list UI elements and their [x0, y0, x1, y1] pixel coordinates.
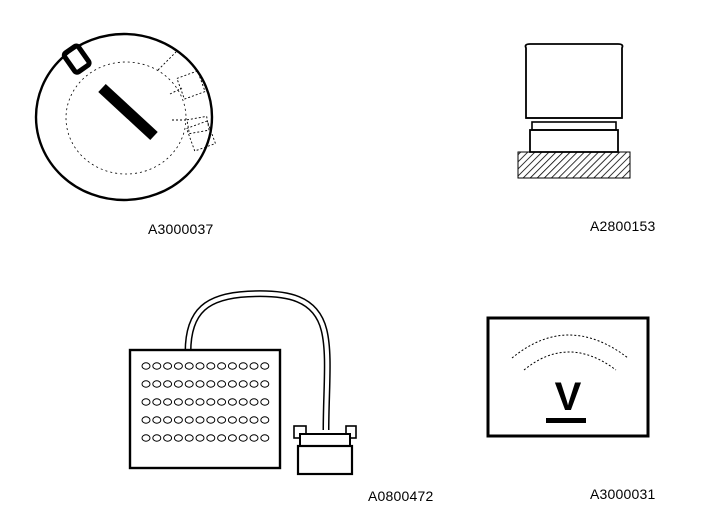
socket-hole — [227, 380, 237, 388]
socket-hole — [141, 362, 151, 370]
caption-grounded-component: A2800153 — [590, 218, 656, 234]
socket-hole — [227, 398, 237, 406]
socket-hole — [206, 416, 216, 424]
socket-hole — [163, 380, 173, 388]
socket-hole — [152, 380, 162, 388]
socket-hole — [206, 398, 216, 406]
socket-hole — [152, 416, 162, 424]
socket-hole — [152, 398, 162, 406]
socket-hole — [141, 380, 151, 388]
socket-hole — [206, 380, 216, 388]
socket-hole — [238, 380, 248, 388]
socket-hole — [227, 362, 237, 370]
socket-hole — [238, 398, 248, 406]
socket-hole — [173, 434, 183, 442]
socket-hole — [195, 380, 205, 388]
socket-hole — [260, 434, 270, 442]
socket-hole — [206, 434, 216, 442]
socket-hole — [227, 416, 237, 424]
socket-hole — [152, 434, 162, 442]
socket-hole — [184, 416, 194, 424]
socket-hole — [163, 398, 173, 406]
socket-hole — [195, 416, 205, 424]
socket-hole — [184, 380, 194, 388]
socket-hole — [195, 362, 205, 370]
ignition-key-switch-icon — [34, 32, 217, 202]
socket-hole — [184, 362, 194, 370]
socket-hole — [260, 398, 270, 406]
socket-hole — [152, 362, 162, 370]
socket-hole — [260, 380, 270, 388]
voltmeter-icon: V — [486, 316, 650, 438]
socket-hole — [249, 380, 259, 388]
socket-hole — [206, 362, 216, 370]
socket-hole — [238, 434, 248, 442]
socket-hole — [163, 434, 173, 442]
breakout-box-icon — [128, 290, 357, 476]
caption-ignition-switch: A3000037 — [148, 221, 214, 237]
socket-hole — [238, 416, 248, 424]
socket-hole — [173, 362, 183, 370]
socket-hole — [217, 380, 227, 388]
socket-hole — [260, 416, 270, 424]
socket-hole — [141, 398, 151, 406]
socket-hole — [249, 416, 259, 424]
socket-hole — [217, 434, 227, 442]
socket-hole — [249, 434, 259, 442]
socket-hole — [173, 398, 183, 406]
socket-hole — [184, 434, 194, 442]
socket-hole — [163, 362, 173, 370]
socket-hole — [260, 362, 270, 370]
socket-hole — [173, 380, 183, 388]
caption-voltmeter: A3000031 — [590, 486, 656, 502]
socket-hole — [141, 434, 151, 442]
voltmeter-symbol: V — [555, 375, 582, 419]
socket-hole — [195, 398, 205, 406]
caption-breakout-box: A0800472 — [368, 488, 434, 504]
socket-hole — [195, 434, 205, 442]
socket-hole — [227, 434, 237, 442]
socket-hole — [238, 362, 248, 370]
socket-hole — [173, 416, 183, 424]
socket-hole — [249, 362, 259, 370]
grounded-component-icon — [517, 43, 631, 179]
socket-hole — [163, 416, 173, 424]
socket-hole — [217, 398, 227, 406]
socket-hole — [141, 416, 151, 424]
socket-hole — [217, 416, 227, 424]
socket-hole — [184, 398, 194, 406]
socket-hole — [249, 398, 259, 406]
socket-hole — [217, 362, 227, 370]
